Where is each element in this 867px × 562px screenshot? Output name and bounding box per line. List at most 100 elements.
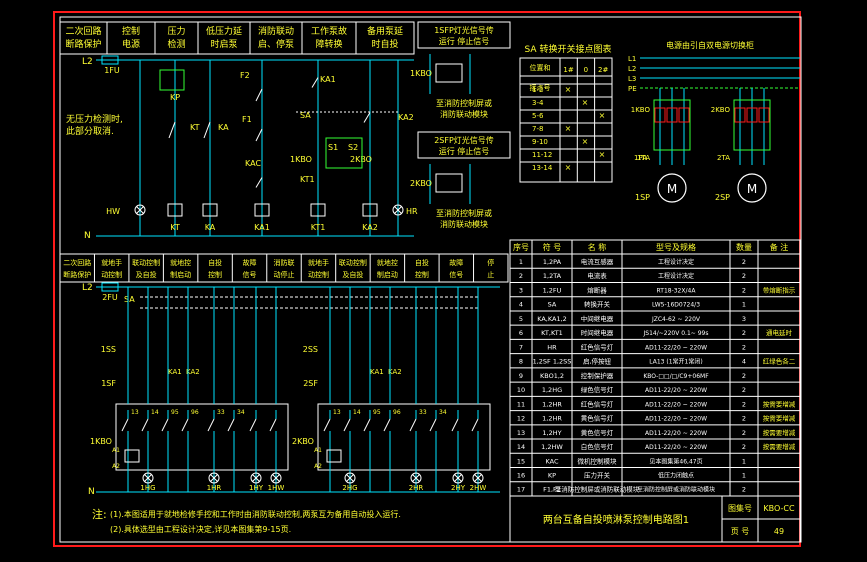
parts-cell: 2	[519, 272, 523, 280]
parts-cell: 压力开关	[584, 470, 611, 479]
parts-header: 名 称	[588, 242, 607, 252]
sa-mark: ×	[565, 163, 572, 172]
bottom-header-text: 及自投	[342, 270, 363, 279]
parts-cell: 1	[742, 301, 746, 309]
parts-cell: KA,KA1,2	[537, 315, 567, 323]
parts-cell: 时间继电器	[581, 328, 614, 337]
sf-label: 2SF	[303, 379, 318, 388]
signal-caption: 消防联动模块	[440, 109, 488, 119]
contact-number: 14	[151, 409, 159, 416]
n-label: N	[84, 231, 91, 241]
bottom-header-text: 自投	[415, 258, 429, 267]
parts-cell: 1,2PA	[543, 258, 562, 266]
parts-cell: 2	[742, 372, 746, 380]
ka2-contact	[363, 112, 371, 123]
lamp-cross	[474, 474, 482, 482]
top-header-text: 电源	[122, 38, 140, 50]
parts-cell: AD11-22/20 ~ 220W	[645, 444, 707, 451]
bottom-header-text: 联动控制	[339, 258, 367, 267]
f2-label: F2	[240, 71, 250, 80]
parts-cell: 至消防控制屏或消防联动模块	[637, 486, 715, 494]
notes-line: (1).本图适用于就地检修手控和工作时由消防联动控制,两泵互为备用自动投入运行.	[110, 509, 401, 519]
parts-cell: 按需要增减	[763, 414, 796, 423]
parts-cell: 2	[742, 272, 746, 280]
sa-contact: 3-4	[532, 99, 544, 107]
parts-cell: AD11-22/20 ~ 220W	[645, 430, 707, 437]
kbo-coil	[326, 449, 342, 463]
bottom-header-text: 控制	[415, 270, 429, 279]
bottom-header-text: 及自投	[136, 270, 157, 279]
sa-label: SA	[124, 295, 135, 304]
parts-cell: 红色信号灯	[581, 342, 614, 351]
parts-cell: JS14/~220V 0.1~ 99s	[643, 330, 709, 337]
bottom-header-text: 联动控制	[132, 258, 160, 267]
parts-cell: 电流表	[587, 271, 607, 280]
parts-cell: 1,2HR	[542, 400, 562, 408]
top-header-box	[59, 21, 415, 55]
kbo-breaker	[746, 107, 758, 123]
parts-cell: 按需要增减	[763, 399, 796, 408]
parts-cell: 17	[517, 486, 525, 494]
parts-cell: 4	[519, 301, 523, 309]
parts-cell: 14	[517, 443, 525, 451]
kt-contact	[168, 121, 176, 139]
parts-cell: AD11-22/20 ~ 220W	[645, 416, 707, 423]
lamp-cross	[252, 474, 260, 482]
fuse-label: 2FU	[102, 293, 118, 302]
indicator-lamp	[270, 472, 282, 484]
bottom-header-text: 二次回路	[63, 258, 91, 267]
sa-contact: 9-10	[532, 138, 548, 146]
lamp-cross	[454, 474, 462, 482]
parts-cell: 6	[519, 329, 523, 337]
top-header-text: 检测	[167, 38, 185, 50]
contact-number: 33	[419, 409, 427, 416]
parts-cell: 11	[517, 400, 525, 408]
relay-coil	[254, 203, 270, 217]
parts-cell: 带熔断指示	[763, 285, 796, 294]
kac-label: KAC	[245, 159, 261, 168]
parts-cell: KBO1,2	[540, 372, 564, 380]
parts-cell: 7	[519, 343, 523, 351]
parts-cell: 转换开关	[584, 300, 611, 309]
contact-number: 33	[217, 409, 225, 416]
kp-label: KP	[170, 93, 180, 102]
bottom-header-text: 动控制	[308, 270, 329, 279]
bottom-header-text: 制启动	[377, 270, 398, 279]
contact-number: 34	[439, 409, 447, 416]
sa-contact: 1-2	[532, 86, 543, 94]
parts-header: 型号及规格	[656, 242, 696, 252]
top-header-text: 时启泵	[210, 38, 237, 50]
kbo2-label: 2KBO	[350, 155, 372, 164]
indicator-lamp	[250, 472, 262, 484]
sa-position: 1#	[563, 66, 573, 74]
ka1-label: KA1	[168, 368, 182, 376]
contact-number: 96	[191, 409, 199, 416]
lamp-label: 2HW	[470, 484, 487, 492]
kbo-enclosure	[733, 99, 771, 151]
ka-contact	[203, 121, 211, 139]
parts-cell: KT,KT1	[541, 329, 563, 337]
bottom-header-text: 故障	[449, 258, 463, 267]
signal-caption: 消防联动模块	[440, 219, 488, 229]
kbo-contact	[383, 418, 391, 432]
bottom-header-text: 就地手	[101, 258, 122, 267]
parts-cell: 1,2HY	[542, 429, 561, 437]
pressure-note: 无压力检测时,	[66, 113, 123, 125]
kbo-breaker	[654, 107, 666, 123]
coil-label: KA	[205, 223, 216, 232]
parts-cell: 10	[517, 386, 525, 394]
top-header-text: 断路保护	[65, 38, 101, 50]
parts-cell: 至消防控制屏或消防联动模块	[555, 485, 640, 494]
kbo-coil	[124, 449, 140, 463]
parts-cell: 1,2HW	[541, 443, 563, 451]
relay-coil	[167, 203, 183, 217]
hw-lamp	[134, 204, 146, 216]
sa-col-header: 位置和	[530, 63, 551, 72]
parts-cell: 按需要增减	[763, 442, 796, 451]
parts-header: 符 号	[543, 242, 562, 252]
parts-cell: AD11-22/20 ~ 220W	[645, 387, 707, 394]
parts-cell: 微机控制模块	[578, 456, 618, 465]
parts-cell: 5	[519, 315, 523, 323]
bottom-header-text: 止	[487, 270, 494, 279]
